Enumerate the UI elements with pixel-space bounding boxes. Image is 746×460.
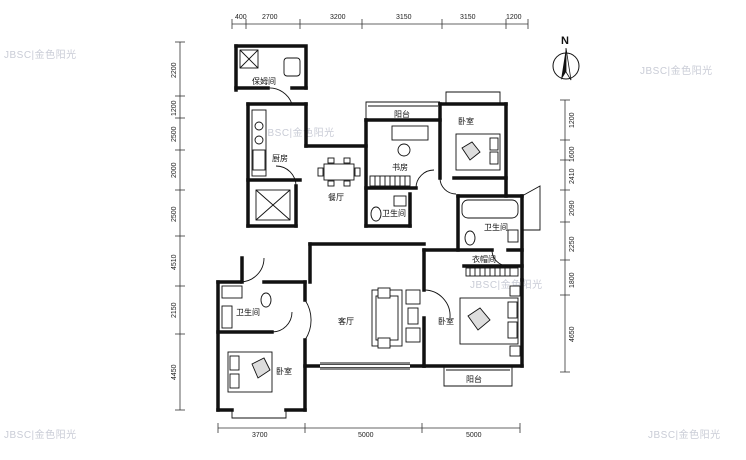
- watermark: JBSC|金色阳光: [4, 428, 77, 441]
- room-label-balcony-top: 阳台: [394, 109, 410, 119]
- dim-top: 3200: [330, 14, 346, 21]
- compass-label: N: [561, 35, 569, 47]
- dim-left: 2000: [171, 162, 178, 178]
- dimension-labels: 400 2700 3200 3150 3150 1200 3700 5000 5…: [171, 14, 576, 439]
- room-labels: 保姆间 厨房 餐厅 阳台 卧室 书房 卫生间 卫生间 衣帽间 客厅 卧室 卫生间…: [236, 76, 508, 384]
- dim-bottom: 3700: [252, 432, 268, 439]
- watermark: JBSC|金色阳光: [648, 428, 721, 441]
- room-label-bedroom-ne: 卧室: [458, 116, 474, 126]
- compass: N: [552, 35, 580, 81]
- dim-right: 2090: [569, 200, 576, 216]
- dimension-lines: [175, 19, 570, 433]
- room-label-living: 客厅: [338, 316, 354, 326]
- dim-right: 2250: [569, 236, 576, 252]
- dim-left: 2500: [171, 206, 178, 222]
- dim-right: 1200: [569, 112, 576, 128]
- dim-bottom: 5000: [466, 432, 482, 439]
- wardrobe-icon: [465, 267, 519, 277]
- dim-left: 2500: [171, 126, 178, 142]
- room-label-closet: 衣帽间: [472, 254, 496, 264]
- dim-right: 1600: [569, 146, 576, 162]
- room-label-storage: 保姆间: [252, 76, 276, 86]
- dim-left: 2200: [171, 62, 178, 78]
- dim-right: 1800: [569, 272, 576, 288]
- desk-icon: [391, 125, 429, 141]
- toilet-icon: [283, 57, 301, 77]
- dim-left: 2150: [171, 302, 178, 318]
- room-label-kitchen: 厨房: [272, 153, 288, 163]
- dim-top: 1200: [506, 14, 522, 21]
- toilet-icon: [260, 292, 272, 308]
- room-label-dining: 餐厅: [328, 193, 344, 202]
- watermark: JBSC|金色阳光: [262, 126, 335, 139]
- watermarks: JBSC|金色阳光 JBSC|金色阳光 JBSC|金色阳光 JBSC|金色阳光 …: [4, 48, 721, 441]
- dim-left: 1200: [171, 100, 178, 116]
- room-label-balcony-bottom: 阳台: [466, 374, 482, 384]
- watermark: JBSC|金色阳光: [640, 64, 713, 77]
- dim-left: 4450: [171, 364, 178, 380]
- dim-top: 3150: [396, 14, 412, 21]
- toilet-icon: [464, 230, 476, 246]
- toilet-icon: [370, 206, 382, 222]
- room-label-study: 书房: [392, 162, 408, 172]
- dim-top: 2700: [262, 14, 278, 21]
- room-label-bath-right: 卫生间: [484, 222, 508, 232]
- sink-icon: [221, 285, 243, 299]
- room-label-bath-center: 卫生间: [382, 208, 406, 218]
- fixtures: [221, 49, 521, 393]
- room-label-master-bedroom: 卧室: [438, 316, 454, 326]
- dim-right: 2410: [569, 168, 576, 184]
- watermark: JBSC|金色阳光: [470, 278, 543, 291]
- bathtub-icon: [461, 199, 519, 219]
- chair-icon: [397, 143, 411, 157]
- room-label-bedroom-sw: 卧室: [276, 366, 292, 376]
- plan-details: [231, 87, 541, 419]
- dim-right: 4650: [569, 326, 576, 342]
- dining-table-icon: [323, 163, 355, 181]
- dim-bottom: 5000: [358, 432, 374, 439]
- dim-top: 3150: [460, 14, 476, 21]
- room-label-bath-left: 卫生间: [236, 307, 260, 317]
- watermark: JBSC|金色阳光: [4, 48, 77, 61]
- north-arrow-icon: [561, 48, 566, 80]
- dim-top: 400: [235, 14, 247, 21]
- dim-left: 4510: [171, 254, 178, 270]
